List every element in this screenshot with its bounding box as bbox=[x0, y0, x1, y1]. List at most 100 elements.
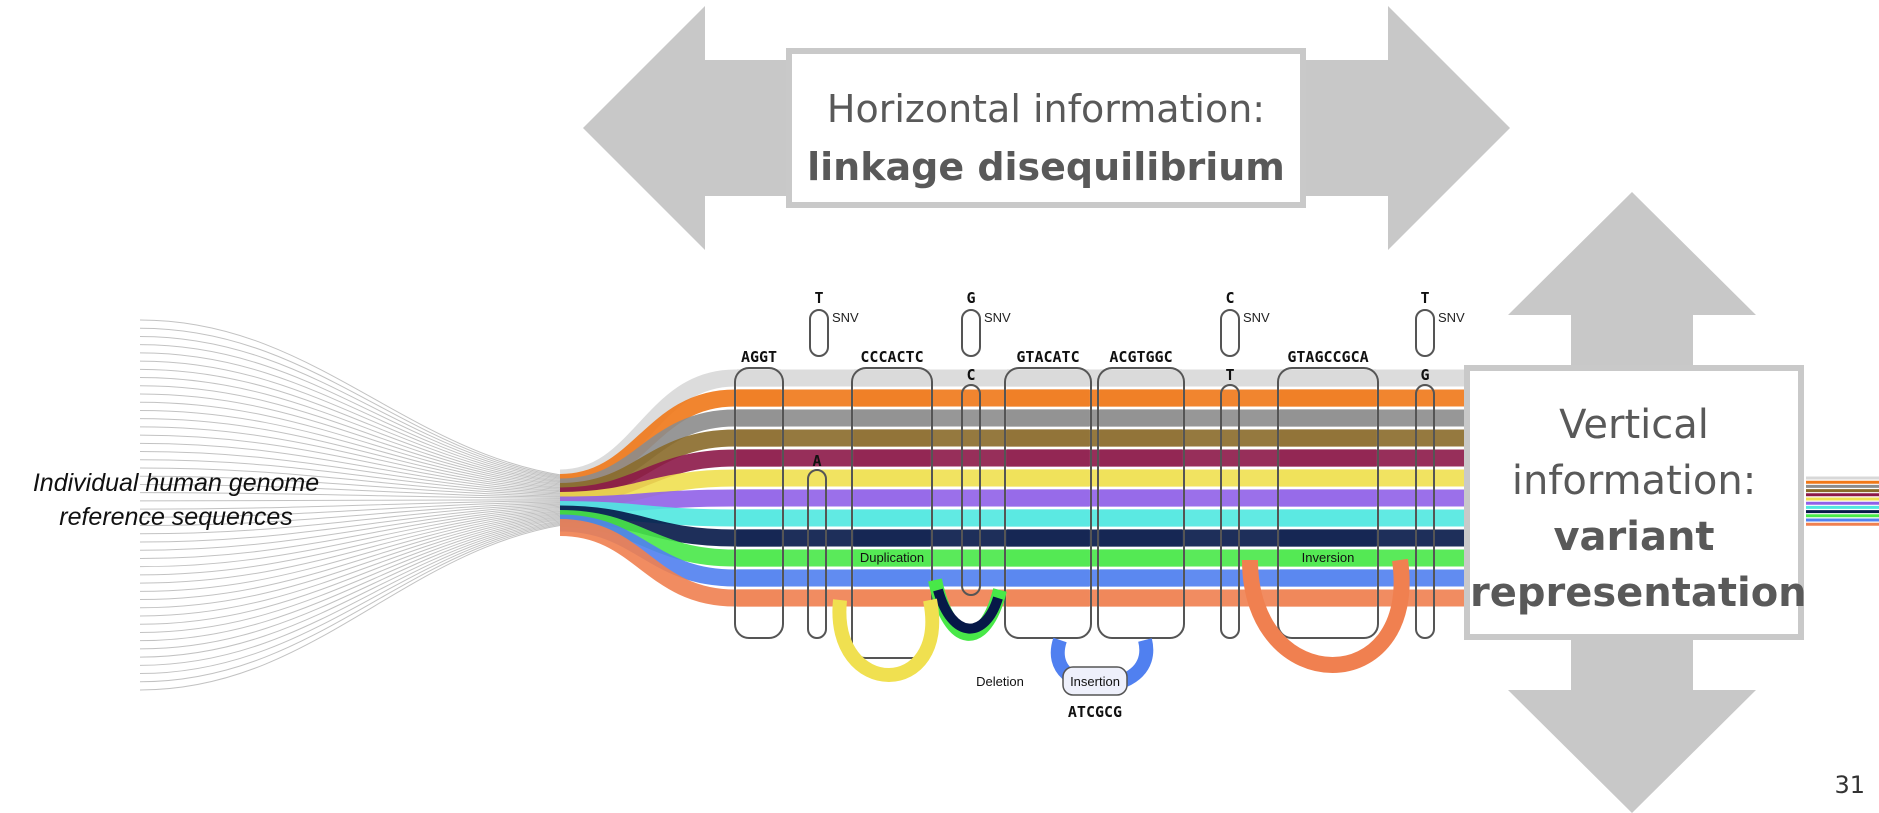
horizontal-info-title: Horizontal information: bbox=[826, 87, 1266, 131]
fan-line bbox=[139, 513, 621, 633]
fan-line bbox=[139, 508, 621, 592]
fan-line bbox=[139, 368, 621, 486]
fan-line bbox=[139, 499, 621, 502]
node-band-fill bbox=[854, 469, 930, 487]
fan-line bbox=[139, 409, 621, 491]
node-band-fill bbox=[854, 509, 930, 527]
snv-labels: SNV SNV SNV SNV bbox=[832, 310, 1465, 325]
node-band-fill bbox=[854, 369, 930, 387]
vertical-info-emphasis1: variant bbox=[1553, 514, 1715, 560]
fan-line bbox=[139, 518, 621, 683]
haplotype-bands bbox=[559, 369, 1464, 607]
fan-line bbox=[139, 360, 621, 485]
node-band-fill bbox=[1007, 529, 1089, 547]
snv4-bottom-label: G bbox=[1420, 366, 1429, 384]
vertical-info-emphasis2: representation bbox=[1470, 570, 1807, 616]
node-band-fill bbox=[1280, 409, 1376, 427]
fan-line bbox=[139, 327, 621, 482]
node-band-fill bbox=[854, 529, 930, 547]
haplotype-band bbox=[559, 519, 1464, 607]
node-band-fill bbox=[1007, 429, 1089, 447]
node-band-fill bbox=[1280, 429, 1376, 447]
event-labels: Duplication Deletion Insertion Inversion bbox=[860, 550, 1355, 689]
fan-line bbox=[139, 512, 621, 625]
left-label-line2: reference sequences bbox=[59, 503, 293, 531]
fan-line bbox=[139, 393, 621, 489]
node-band-fill bbox=[1100, 429, 1182, 447]
node-band-fill bbox=[737, 569, 781, 587]
node-band-fill bbox=[1007, 549, 1089, 567]
node-band-fill bbox=[737, 529, 781, 547]
insertion-box bbox=[1062, 666, 1128, 696]
horizontal-info-emphasis: linkage disequilibrium bbox=[807, 145, 1285, 189]
node-band-fill bbox=[737, 489, 781, 507]
node-band-fill bbox=[854, 489, 930, 507]
fan-line bbox=[139, 515, 621, 650]
snv4-top-label: T bbox=[1420, 289, 1429, 307]
node-band-fill bbox=[1007, 509, 1089, 527]
node-band-fill bbox=[1100, 409, 1182, 427]
fan-line bbox=[139, 377, 621, 487]
node-label-0: AGGT bbox=[741, 348, 777, 366]
snv1-bottom-label: A bbox=[812, 452, 821, 470]
fan-line bbox=[139, 499, 621, 510]
sequence-nodes bbox=[734, 309, 1435, 659]
node-band-fill bbox=[1100, 389, 1182, 407]
node-label-4: GTAGCCGCA bbox=[1287, 348, 1368, 366]
node-band-fill bbox=[737, 469, 781, 487]
node-band-fill bbox=[854, 449, 930, 467]
deletion-label: Deletion bbox=[976, 674, 1024, 689]
snv1-top-node bbox=[809, 309, 829, 357]
duplication-label: Duplication bbox=[860, 550, 924, 565]
fan-line bbox=[139, 516, 621, 666]
snv1-label: SNV bbox=[832, 310, 859, 325]
fan-line bbox=[139, 451, 621, 495]
node-band-fill bbox=[1007, 489, 1089, 507]
snv4-label: SNV bbox=[1438, 310, 1465, 325]
node-band-fill bbox=[737, 409, 781, 427]
fan-line bbox=[139, 492, 621, 500]
node-band-fill bbox=[1007, 389, 1089, 407]
node-band-fill bbox=[1007, 409, 1089, 427]
insertion-sequence-label: ATCGCG bbox=[1068, 703, 1122, 721]
fan-line bbox=[139, 459, 621, 496]
fan-line bbox=[139, 467, 621, 497]
fan-line bbox=[139, 519, 621, 691]
node-cccactc bbox=[851, 367, 933, 659]
node-band-fill bbox=[1100, 509, 1182, 527]
node-band-fill bbox=[1280, 529, 1376, 547]
snv3-top-label: C bbox=[1225, 289, 1234, 307]
node-band-fill bbox=[1100, 369, 1182, 387]
inversion-label: Inversion bbox=[1302, 550, 1355, 565]
fan-line bbox=[139, 507, 621, 576]
node-band-fill bbox=[737, 589, 781, 607]
node-acgtggc bbox=[1097, 367, 1185, 639]
node-gtacatc bbox=[1004, 367, 1092, 639]
node-band-fill bbox=[1007, 569, 1089, 587]
node-band-fill bbox=[1100, 529, 1182, 547]
node-band-fill bbox=[1280, 469, 1376, 487]
node-band-fill bbox=[1007, 449, 1089, 467]
fan-line bbox=[139, 426, 621, 493]
snv2-label: SNV bbox=[984, 310, 1011, 325]
node-band-fill bbox=[737, 389, 781, 407]
right-tail-lines bbox=[1806, 476, 1879, 526]
node-band-fill bbox=[1280, 389, 1376, 407]
node-band-fill bbox=[1280, 549, 1376, 567]
node-band-fill bbox=[737, 369, 781, 387]
node-aggt bbox=[734, 367, 784, 639]
snv1-top-label: T bbox=[814, 289, 823, 307]
node-band-fill bbox=[737, 509, 781, 527]
fan-line bbox=[139, 507, 621, 584]
inversion-loop bbox=[1242, 558, 1410, 673]
node-band-fill bbox=[854, 429, 930, 447]
node-band-fill bbox=[854, 569, 930, 587]
node-band-fill bbox=[1280, 569, 1376, 587]
fan-line bbox=[139, 506, 621, 568]
snv2-top-node bbox=[961, 309, 981, 357]
node-band-fill bbox=[1007, 469, 1089, 487]
snv3-top-node bbox=[1220, 309, 1240, 357]
node-band-fill bbox=[1280, 449, 1376, 467]
node-band-fill bbox=[854, 589, 930, 607]
fan-line bbox=[139, 475, 621, 498]
